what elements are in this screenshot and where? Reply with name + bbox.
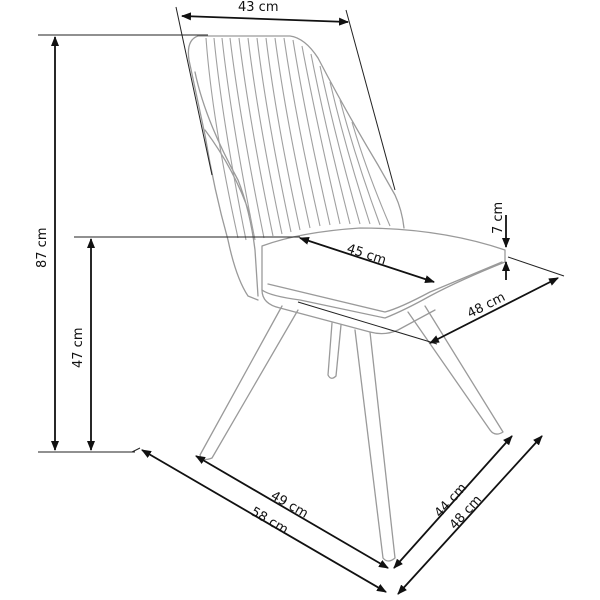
label-seat-height: 47 cm [71, 328, 86, 369]
seat-piping [267, 261, 503, 313]
label-total-height: 87 cm [35, 228, 50, 269]
seat-cushion [261, 227, 506, 319]
backrest-outline [187, 35, 405, 301]
label-backrest-width: 43 cm [238, 0, 279, 15]
leg-back-right [407, 305, 504, 435]
backrest-side-panel [194, 71, 259, 297]
dim-overall-depth: 58 cm [131, 447, 387, 593]
dim-seat-depth: 45 cm [299, 237, 435, 283]
dim-seat-height: 47 cm [71, 236, 300, 451]
leg-back-left [327, 322, 342, 379]
dim-leg-span-width: 44 cm [393, 435, 513, 569]
label-seat-thickness: 7 cm [491, 202, 506, 234]
dim-total-height: 87 cm [35, 34, 208, 453]
dim-seat-thickness: 7 cm [491, 202, 510, 280]
backrest-stripes [205, 37, 391, 241]
dim-leg-span-depth: 49 cm [195, 455, 389, 569]
leg-front-left [199, 305, 299, 461]
leg-front-right [354, 329, 396, 562]
label-seat-depth: 45 cm [345, 242, 388, 269]
label-seat-width: 48 cm [465, 290, 508, 322]
dim-backrest-width: 43 cm [175, 0, 396, 191]
dim-overall-width: 48 cm [397, 435, 543, 595]
